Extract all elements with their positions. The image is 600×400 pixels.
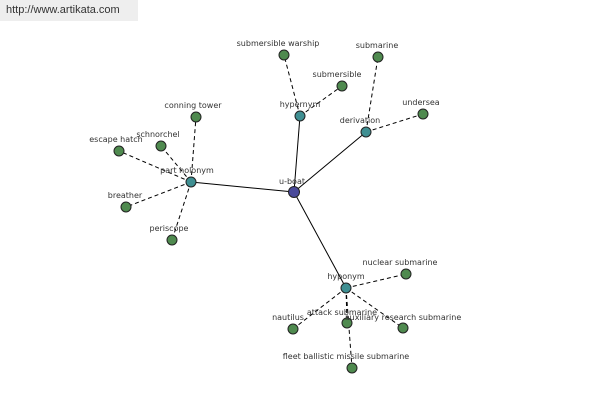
node-label-derivation: derivation	[340, 116, 380, 125]
node-circle-nautilus[interactable]	[287, 323, 299, 335]
edge-derivation-to-undersea	[365, 113, 424, 133]
edge-hypernym-to-submersible-warship	[283, 54, 301, 117]
node-schnorchel[interactable]: schnorchel	[136, 130, 180, 152]
node-label-fleet-ballistic-missile-submarine: fleet ballistic missile submarine	[283, 352, 410, 361]
edge-hyponym-to-attack-submarine	[345, 287, 348, 324]
node-label-hypernym: hypernym	[280, 100, 321, 109]
node-undersea[interactable]: undersea	[402, 98, 440, 120]
node-circle-conning-tower[interactable]	[190, 111, 202, 123]
node-label-submersible-warship: submersible warship	[237, 39, 320, 48]
edge-part-holonym-to-escape-hatch	[118, 150, 192, 183]
node-label-hyponym: hyponym	[327, 272, 365, 281]
node-nautilus[interactable]: nautilus	[272, 313, 304, 335]
node-submersible-warship[interactable]: submersible warship	[237, 39, 320, 61]
node-circle-periscope[interactable]	[166, 234, 178, 246]
node-label-submersible: submersible	[313, 70, 362, 79]
node-circle-fleet-ballistic-missile-submarine[interactable]	[346, 362, 358, 374]
node-circle-hyponym[interactable]	[340, 282, 352, 294]
node-circle-attack-submarine[interactable]	[341, 317, 353, 329]
edge-u-boat-to-hyponym	[293, 191, 347, 289]
node-circle-auxiliary-research-submarine[interactable]	[397, 322, 409, 334]
node-label-u-boat: u-boat	[279, 177, 305, 186]
node-derivation[interactable]: derivation	[340, 116, 380, 138]
node-breather[interactable]: breather	[108, 191, 143, 213]
node-label-nuclear-submarine: nuclear submarine	[363, 258, 438, 267]
site-url-watermark: http://www.artikata.com	[0, 0, 138, 21]
edge-derivation-to-submarine	[365, 56, 379, 133]
node-escape-hatch[interactable]: escape hatch	[89, 135, 143, 157]
node-label-auxiliary-research-submarine: auxiliary research submarine	[345, 313, 462, 322]
node-auxiliary-research-submarine[interactable]: auxiliary research submarine	[345, 313, 462, 334]
edge-hypernym-to-submersible	[299, 85, 343, 117]
node-circle-submersible-warship[interactable]	[278, 49, 290, 61]
edge-hyponym-to-nuclear-submarine	[345, 273, 407, 289]
node-label-escape-hatch: escape hatch	[89, 135, 143, 144]
node-label-nautilus: nautilus	[272, 313, 304, 322]
edge-u-boat-to-hypernym	[293, 115, 301, 193]
node-label-attack-submarine: attack submarine	[307, 308, 377, 317]
node-conning-tower[interactable]: conning tower	[164, 101, 222, 123]
edge-u-boat-to-derivation	[293, 131, 367, 193]
node-circle-escape-hatch[interactable]	[113, 145, 125, 157]
node-label-submarine: submarine	[356, 41, 399, 50]
node-circle-undersea[interactable]	[417, 108, 429, 120]
edge-hyponym-to-fleet-ballistic-missile-submarine	[345, 287, 353, 369]
node-hypernym[interactable]: hypernym	[280, 100, 321, 122]
node-u-boat[interactable]: u-boat	[279, 177, 305, 198]
node-circle-u-boat[interactable]	[288, 186, 300, 198]
edge-part-holonym-to-periscope	[171, 181, 192, 241]
node-submarine[interactable]: submarine	[356, 41, 399, 63]
node-circle-breather[interactable]	[120, 201, 132, 213]
node-circle-part-holonym[interactable]	[185, 176, 197, 188]
node-layer: u-boat hypernym derivation part holonym hypo…	[89, 39, 462, 374]
node-periscope[interactable]: periscope	[150, 224, 189, 246]
node-hyponym[interactable]: hyponym	[327, 272, 365, 294]
edge-part-holonym-to-breather	[125, 181, 192, 208]
node-label-breather: breather	[108, 191, 143, 200]
node-nuclear-submarine[interactable]: nuclear submarine	[363, 258, 438, 280]
node-label-schnorchel: schnorchel	[136, 130, 179, 139]
node-circle-submersible[interactable]	[336, 80, 348, 92]
node-circle-hypernym[interactable]	[294, 110, 306, 122]
edge-part-holonym-to-conning-tower	[190, 116, 197, 183]
node-label-periscope: periscope	[150, 224, 189, 233]
edge-hyponym-to-auxiliary-research-submarine	[345, 287, 404, 329]
edge-layer	[118, 54, 424, 369]
node-label-undersea: undersea	[402, 98, 440, 107]
node-label-part-holonym: part holonym	[160, 166, 214, 175]
node-part-holonym[interactable]: part holonym	[160, 166, 214, 188]
node-circle-nuclear-submarine[interactable]	[400, 268, 412, 280]
node-attack-submarine[interactable]: attack submarine	[307, 308, 377, 329]
node-submersible[interactable]: submersible	[313, 70, 362, 92]
node-circle-schnorchel[interactable]	[155, 140, 167, 152]
node-circle-submarine[interactable]	[372, 51, 384, 63]
edge-u-boat-to-part-holonym	[190, 181, 295, 193]
node-fleet-ballistic-missile-submarine[interactable]: fleet ballistic missile submarine	[283, 352, 410, 374]
node-circle-derivation[interactable]	[360, 126, 372, 138]
node-label-conning-tower: conning tower	[164, 101, 222, 110]
edge-part-holonym-to-schnorchel	[160, 145, 192, 183]
